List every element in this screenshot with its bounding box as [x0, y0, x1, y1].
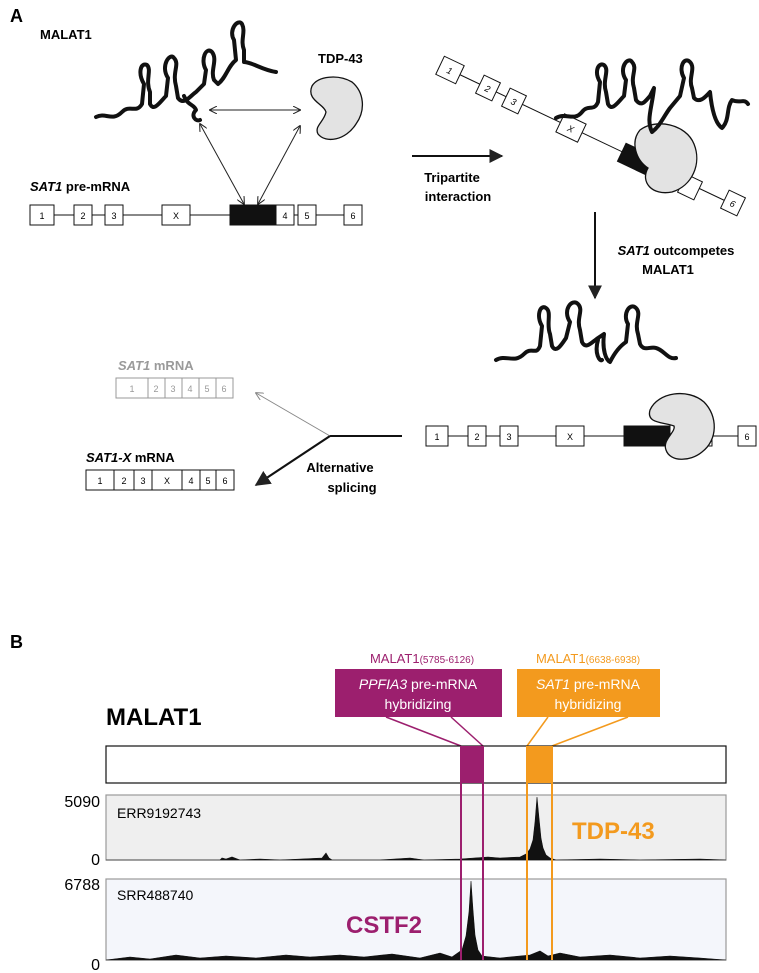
track2-ymax: 6788 — [64, 877, 100, 894]
malat1-transcript-bar — [105, 745, 727, 784]
tdp43-protein-shape — [634, 123, 698, 194]
exon-label: 4 — [187, 384, 192, 394]
panel-b-label: B — [10, 632, 23, 652]
outcompetes-label-1: SAT1 outcompetes — [618, 243, 735, 258]
exon-1 — [29, 204, 55, 226]
exon-label: 2 — [121, 476, 126, 486]
track2-panel — [105, 878, 727, 961]
sat1-mrna-arrow — [256, 393, 331, 437]
exon-label: X — [173, 211, 179, 221]
tdp43-label: TDP-43 — [318, 51, 363, 66]
exon-label: 1 — [445, 65, 454, 76]
exon-label: 1 — [129, 384, 134, 394]
exon-label: 2 — [474, 432, 479, 442]
tdp43-protein-shape — [648, 392, 715, 460]
region2-connector-left — [526, 716, 549, 747]
exon-1 — [425, 425, 449, 447]
malat1-track-title: MALAT1 — [106, 704, 202, 731]
region1-connector-right — [450, 716, 484, 747]
region2-line1: SAT1 pre-mRNA — [536, 676, 641, 692]
exon-x — [161, 204, 191, 226]
region2-connector-right — [551, 716, 629, 747]
region1-box — [335, 669, 502, 717]
exon-label: 2 — [80, 211, 85, 221]
exon-label: X — [164, 476, 170, 486]
malat1-rna-structure — [94, 20, 278, 123]
exon-label: 3 — [170, 384, 175, 394]
exon-4 — [275, 204, 295, 226]
exon-label: 5 — [204, 384, 209, 394]
track1-id: ERR9192743 — [117, 805, 201, 821]
exon-label: 6 — [222, 476, 227, 486]
track2-id: SRR488740 — [117, 887, 193, 903]
exon-x — [555, 425, 585, 447]
exon-label: X — [567, 432, 573, 442]
sat1-premrna-label: SAT1 pre-mRNA — [30, 179, 131, 194]
malat1-rna-structure — [494, 300, 678, 364]
tripartite-label-2: interaction — [425, 189, 492, 204]
exon-label: 4 — [188, 476, 193, 486]
tripartite-label-1: Tripartite — [424, 170, 480, 185]
exon-2 — [73, 204, 93, 226]
region2-box — [517, 669, 660, 717]
tdp43-protein-shape — [310, 76, 363, 141]
track1-protein: TDP-43 — [572, 818, 655, 845]
exon-label: X — [565, 123, 577, 135]
binding-region — [229, 204, 277, 226]
region2-line2: hybridizing — [555, 696, 622, 712]
exon-6 — [737, 425, 757, 447]
exon-3 — [104, 204, 124, 226]
track2-signal — [105, 880, 727, 961]
alt-splicing-label-2: splicing — [327, 480, 376, 495]
region1-line1: PPFIA3 pre-mRNA — [359, 676, 478, 692]
exon-label: 3 — [509, 96, 518, 107]
outcompetes-label-2: MALAT1 — [642, 262, 694, 277]
region2-title: MALAT1(6638-6938) — [536, 651, 640, 666]
sat1-mrna-label: SAT1 mRNA — [118, 358, 194, 373]
panel-a-label: A — [10, 6, 23, 26]
region1-title: MALAT1(5785-6126) — [370, 651, 474, 666]
sat1-bound-gene: 1 2 3 X 6 — [425, 392, 757, 460]
exon-label: 5 — [205, 476, 210, 486]
sat1x-mrna-label: SAT1-X mRNA — [86, 450, 175, 465]
alt-splicing-label-1: Alternative — [306, 460, 373, 475]
malat1-sat1-arrow — [200, 124, 244, 204]
sat1x-mrna-arrow — [254, 435, 331, 486]
exon-label: 6 — [350, 211, 355, 221]
malat1-label: MALAT1 — [40, 27, 92, 42]
sat1-diagonal-gene: 1 2 3 X 6 — [435, 55, 747, 217]
exon-label: 4 — [282, 211, 287, 221]
region1-highlight — [461, 746, 483, 783]
exon-label: 3 — [111, 211, 116, 221]
exon-5 — [297, 204, 317, 226]
exon-label: 2 — [153, 384, 158, 394]
region1-line2: hybridizing — [385, 696, 452, 712]
malat1-rna-structure — [554, 58, 750, 134]
tdp43-sat1-arrow — [258, 126, 300, 204]
exon-label: 6 — [744, 432, 749, 442]
track2-protein: CSTF2 — [346, 912, 422, 939]
track1-ymin: 0 — [91, 852, 100, 869]
exon-label: 6 — [221, 384, 226, 394]
sat1x-mrna — [85, 469, 235, 491]
region1-connector-left — [385, 716, 462, 747]
exon-2 — [467, 425, 487, 447]
exon-6 — [343, 204, 363, 226]
exon-label: 5 — [304, 211, 309, 221]
exon-label: 6 — [728, 198, 737, 209]
binding-region — [623, 425, 671, 447]
exon-label: 2 — [482, 83, 492, 95]
exon-label: 1 — [434, 432, 439, 442]
region2-highlight — [527, 746, 552, 783]
exon-label: 3 — [140, 476, 145, 486]
exon-label: 1 — [39, 211, 44, 221]
sat1-premrna-gene: 1 2 3 X 4 5 6 — [29, 204, 363, 226]
exon-3 — [499, 425, 519, 447]
exon-label: 3 — [506, 432, 511, 442]
track1-ymax: 5090 — [64, 794, 100, 811]
sat1-mrna — [115, 377, 234, 399]
track2-ymin: 0 — [91, 957, 100, 973]
exon-label: 1 — [97, 476, 102, 486]
